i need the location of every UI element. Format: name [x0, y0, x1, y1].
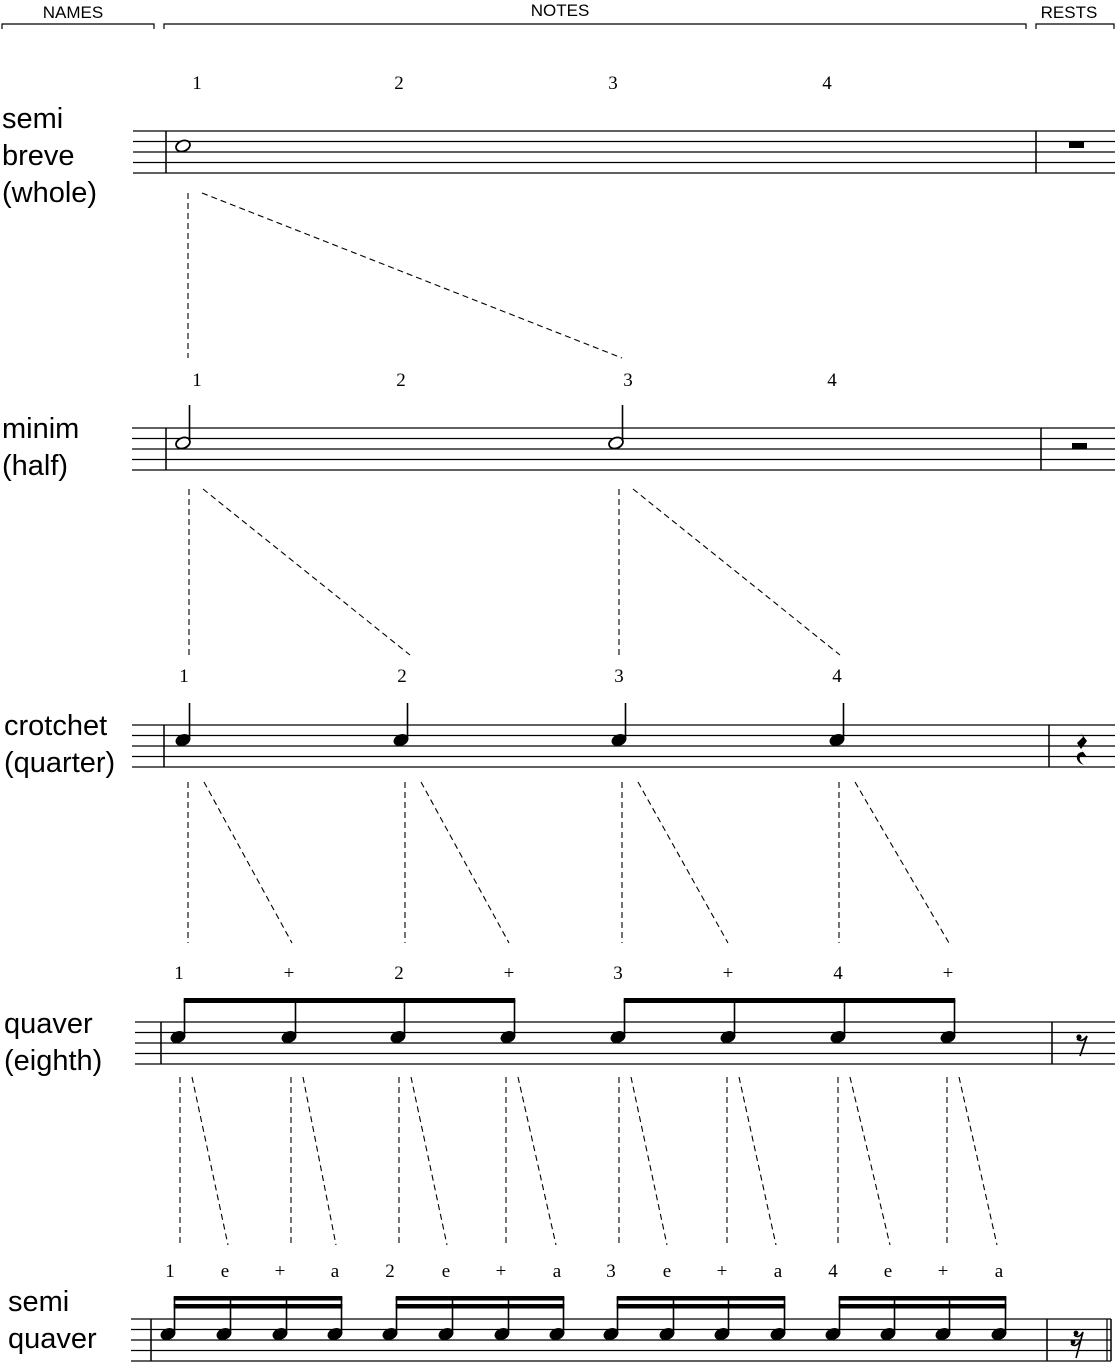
- subdivision-line: [410, 1076, 448, 1246]
- subdivision-line: [191, 1076, 229, 1246]
- count-label: 3: [614, 666, 624, 687]
- count-label: a: [774, 1261, 783, 1282]
- semiquaver-rest-dot: [1070, 1339, 1076, 1345]
- subdivision-line: [201, 192, 623, 359]
- name-semibreve-line1: semi: [2, 103, 63, 135]
- semiquaver-beam: [838, 1296, 1007, 1301]
- count-label: +: [723, 963, 734, 984]
- row-names: semi breve (whole) minim (half) crotchet…: [2, 103, 115, 1355]
- count-label: 1: [192, 73, 202, 94]
- count-label: 1: [174, 963, 184, 984]
- semiquaver-beam: [395, 1304, 565, 1309]
- count-label: 3: [623, 370, 633, 391]
- subdivision-line: [632, 488, 841, 656]
- count-label: 4: [832, 666, 842, 687]
- name-semibreve-line3: (whole): [2, 177, 97, 209]
- count-label: 2: [385, 1261, 395, 1282]
- header-brackets: [1, 23, 1115, 29]
- notes: [160, 139, 1007, 1341]
- count-label: e: [663, 1261, 671, 1282]
- semiquaver-rest-dot: [1073, 1330, 1079, 1336]
- count-label: 4: [828, 1261, 838, 1282]
- minim-rest: [1072, 443, 1087, 449]
- name-semiquaver-line2: quaver: [8, 1323, 97, 1355]
- count-label: +: [938, 1261, 949, 1282]
- semiquaver-beam: [838, 1304, 1007, 1309]
- name-quaver-line1: quaver: [4, 1008, 93, 1040]
- name-crotchet-line2: (quarter): [4, 747, 115, 779]
- count-label: +: [504, 963, 515, 984]
- subdivision-line: [630, 1076, 668, 1246]
- count-label: +: [496, 1261, 507, 1282]
- subdivision-line: [958, 1076, 998, 1246]
- count-label: +: [275, 1261, 286, 1282]
- count-label: +: [284, 963, 295, 984]
- name-crotchet-line1: crotchet: [4, 710, 107, 742]
- count-label: e: [442, 1261, 450, 1282]
- name-semiquaver-line1: semi: [8, 1286, 69, 1318]
- count-label: a: [553, 1261, 562, 1282]
- crotchet-rest: [1076, 733, 1087, 765]
- count-label: 1: [179, 666, 189, 687]
- name-minim-line2: (half): [2, 450, 68, 482]
- count-label: 3: [608, 73, 618, 94]
- semiquaver-beam: [616, 1296, 786, 1301]
- subdivision-line: [517, 1076, 557, 1246]
- subdivision-line: [202, 488, 411, 656]
- count-label: 2: [397, 666, 407, 687]
- semiquaver-beam: [173, 1304, 343, 1309]
- count-label: +: [717, 1261, 728, 1282]
- count-label: +: [943, 963, 954, 984]
- count-label: 4: [827, 370, 837, 391]
- header-names: NAMES: [43, 3, 103, 22]
- connectors: [179, 192, 998, 1246]
- name-semibreve-line2: breve: [2, 140, 75, 172]
- count-label: 1: [192, 370, 202, 391]
- staves: [131, 130, 1115, 1362]
- quaver-beam: [623, 998, 956, 1003]
- names-bracket: [1, 23, 155, 29]
- semibreve-rest: [1069, 142, 1084, 148]
- name-quaver-line2: (eighth): [4, 1045, 102, 1077]
- quaver-rest-flag: [1076, 1035, 1088, 1057]
- count-label: 4: [833, 963, 843, 984]
- header-notes: NOTES: [531, 1, 590, 20]
- notes-bracket: [163, 23, 1027, 29]
- count-label: e: [884, 1261, 892, 1282]
- count-label: 3: [606, 1261, 616, 1282]
- subdivision-line: [849, 1076, 891, 1246]
- open-notehead: [175, 139, 191, 153]
- count-label: 2: [394, 73, 404, 94]
- name-minim-line1: minim: [2, 413, 79, 445]
- count-label: e: [221, 1261, 229, 1282]
- count-label: 1: [165, 1261, 175, 1282]
- semiquaver-rest-flag: [1070, 1331, 1084, 1359]
- count-labels: 1 2 3 4 1 2 3 4 1 2 3 4 1 + 2 + 3 + 4 + …: [165, 73, 1004, 1282]
- header-rests: RESTS: [1041, 3, 1098, 22]
- subdivision-line: [203, 781, 293, 944]
- semiquaver-beam: [395, 1296, 565, 1301]
- quaver-rest-dot: [1076, 1034, 1082, 1040]
- semiquaver-beam: [616, 1304, 786, 1309]
- count-label: 3: [613, 963, 623, 984]
- subdivision-line: [637, 781, 729, 944]
- subdivision-line: [854, 781, 950, 944]
- subdivision-line: [738, 1076, 777, 1246]
- quaver-beam: [183, 998, 516, 1003]
- count-label: 4: [822, 73, 832, 94]
- count-label: a: [331, 1261, 340, 1282]
- count-label: a: [995, 1261, 1004, 1282]
- subdivision-line: [302, 1076, 337, 1246]
- rests: [1069, 142, 1088, 1359]
- rests-bracket: [1035, 23, 1115, 29]
- subdivision-line: [420, 781, 510, 944]
- semiquaver-beam: [173, 1296, 343, 1301]
- count-label: 2: [394, 963, 404, 984]
- count-label: 2: [396, 370, 406, 391]
